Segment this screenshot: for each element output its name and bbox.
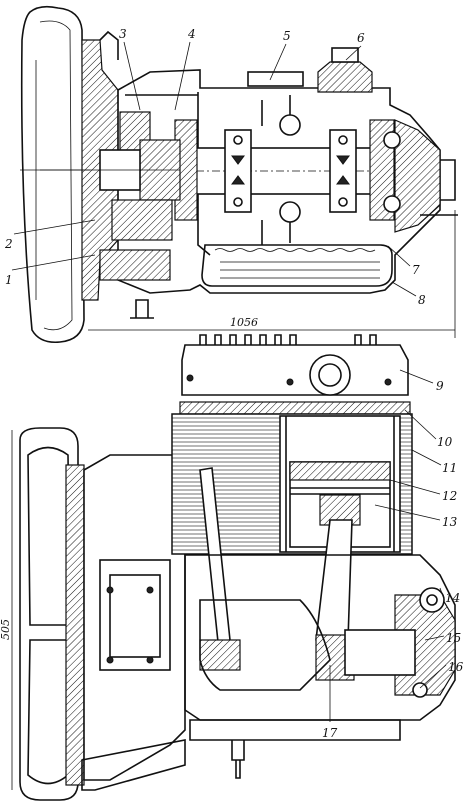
- bottom-cylinder-head: [181, 334, 409, 396]
- bottom-head-gasket: [179, 401, 411, 415]
- part-label-5: 5: [283, 29, 291, 43]
- part-label-9: 9: [436, 379, 444, 393]
- part-label-4: 4: [187, 27, 196, 41]
- top-crankcase: [117, 69, 441, 294]
- part-label-8: 8: [418, 293, 426, 307]
- bottom-oil-pan: [189, 719, 401, 741]
- top-breather: [247, 71, 304, 87]
- dimension-height-text: 505: [0, 619, 12, 640]
- part-label-16: 16: [448, 660, 464, 674]
- top-base-bolt: [130, 299, 154, 319]
- part-label-11: 11: [442, 461, 457, 475]
- dimension-length-text: 1056: [230, 316, 258, 329]
- bottom-crankcase: [184, 554, 456, 721]
- top-cam-lobe-upper: [279, 114, 301, 136]
- part-label-13: 13: [442, 515, 458, 529]
- part-label-7: 7: [412, 263, 420, 277]
- bottom-flywheel: [19, 427, 85, 801]
- bottom-adapter-plate: [83, 454, 186, 781]
- part-label-2: 2: [4, 237, 13, 251]
- top-cam-lobe-lower: [279, 201, 301, 223]
- top-gear-train: [40, 111, 181, 281]
- dimension-length: 1056: [88, 210, 456, 338]
- top-end-cover: [394, 119, 441, 233]
- part-label-10: 10: [437, 435, 453, 449]
- top-flywheel: [20, 5, 85, 344]
- part-label-15: 15: [446, 631, 461, 645]
- part-label-6: 6: [357, 31, 365, 45]
- part-label-3: 3: [119, 27, 127, 41]
- dimension-height: 505: [0, 430, 13, 790]
- leader-lines: [11, 41, 447, 722]
- part-label-14: 14: [445, 591, 460, 605]
- bottom-view: 505: [0, 334, 456, 801]
- part-label-12: 12: [442, 489, 457, 503]
- part-label-1: 1: [5, 273, 13, 287]
- part-label-17: 17: [322, 726, 338, 740]
- part-labels: 1 2 3 4 5 6 7 8 9 10 11 12 13 14 15 16 1…: [4, 27, 464, 740]
- top-view: 1056: [20, 5, 458, 344]
- top-filler-cap: [317, 61, 373, 93]
- top-oil-level: [214, 248, 376, 252]
